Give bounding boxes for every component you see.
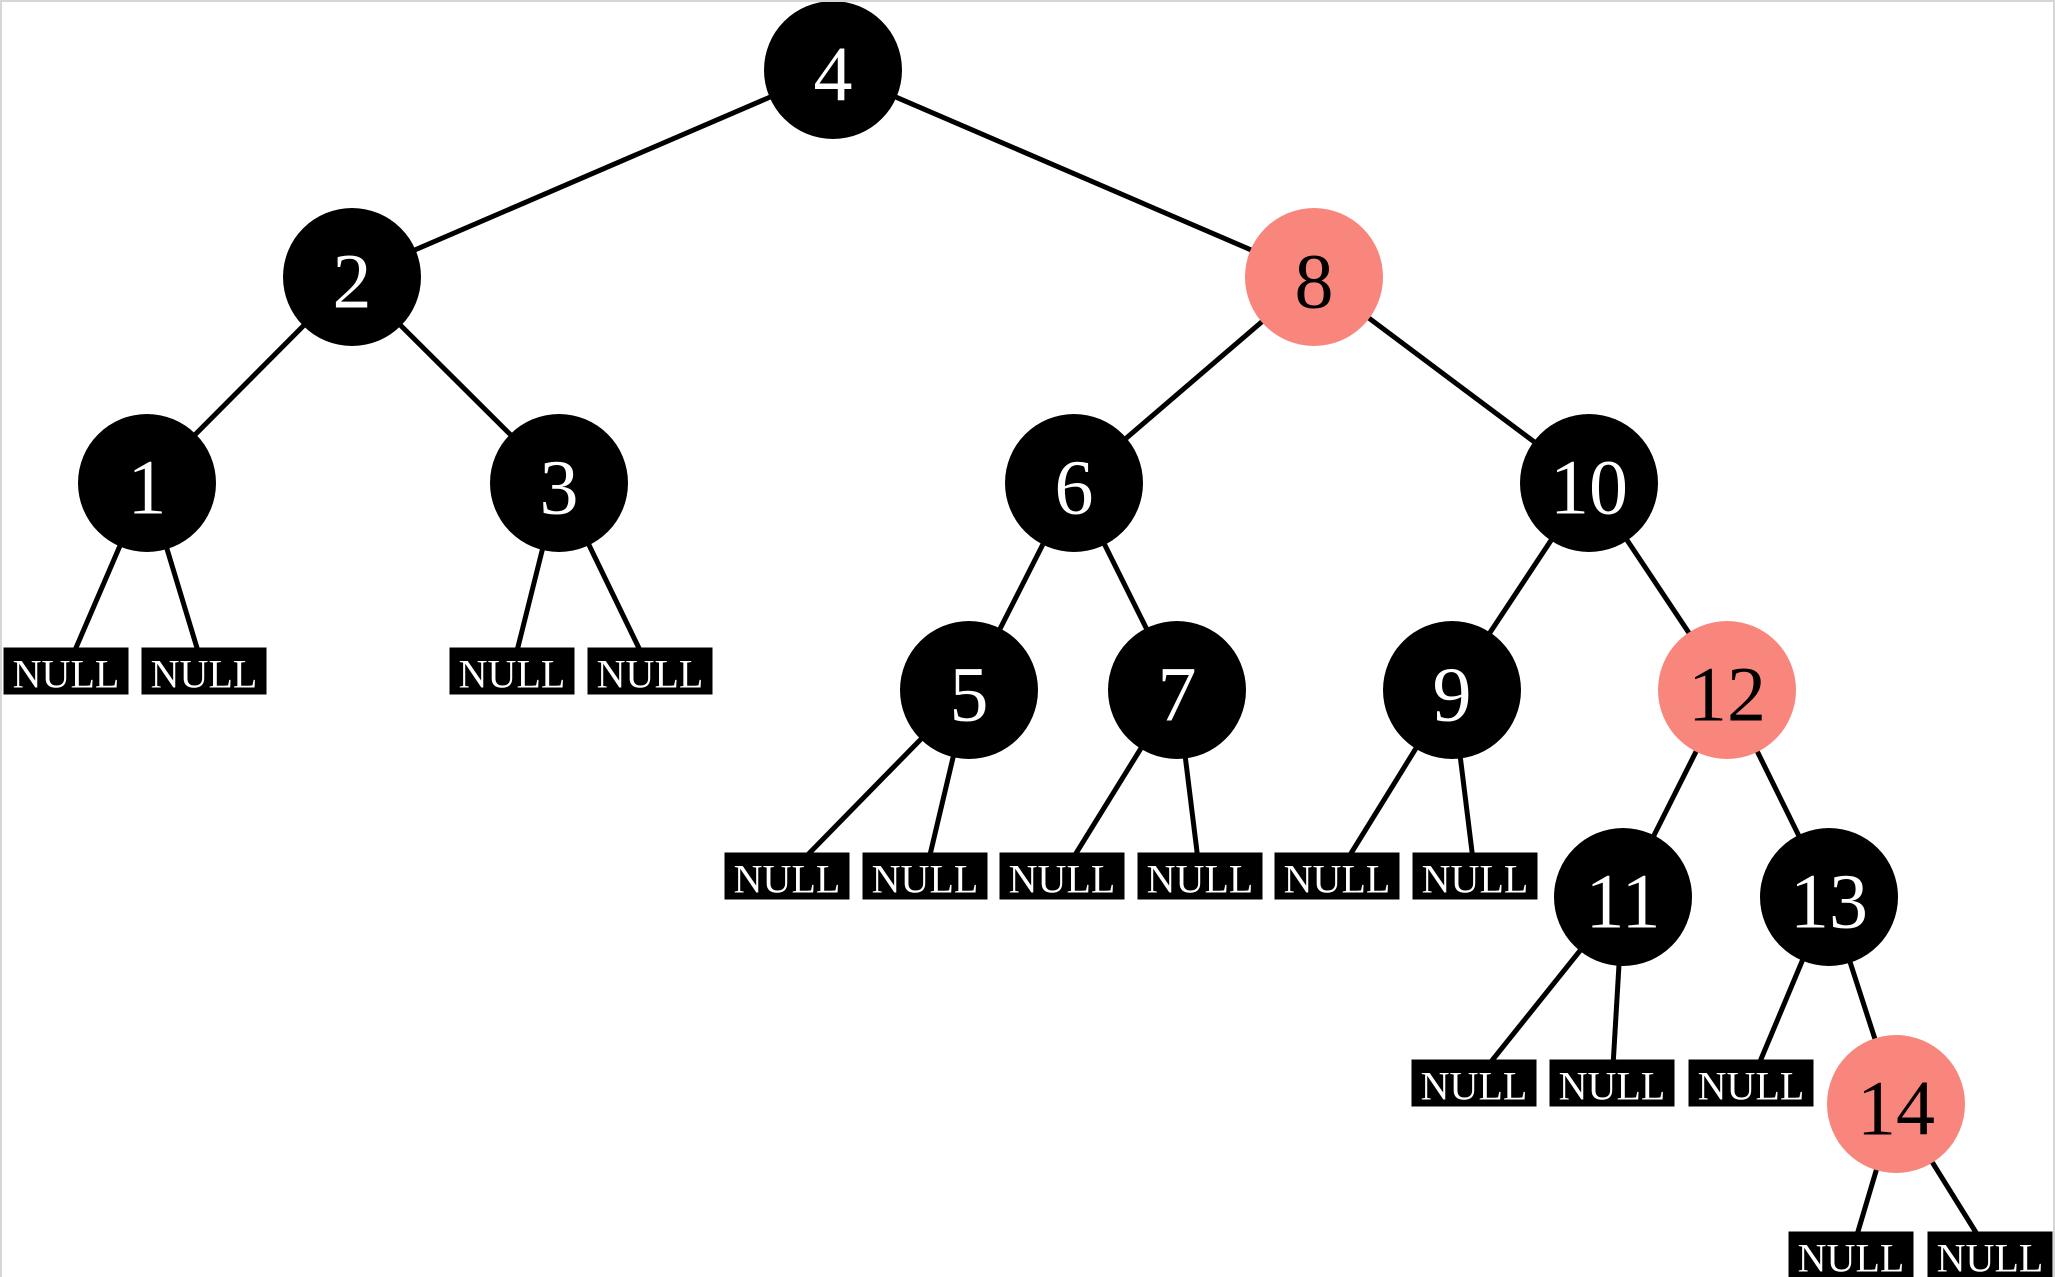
null-label: NULL: [459, 652, 566, 697]
black-node-circle: [1005, 414, 1143, 552]
tree-node-11: 11: [1554, 828, 1692, 966]
null-label: NULL: [1798, 1236, 1905, 1277]
tree-node-12: 12: [1658, 621, 1796, 759]
null-leaf-u3: NULL: [449, 647, 575, 697]
null-leaf-u8: NULL: [1137, 852, 1263, 902]
null-boxes-layer: NULL NULL NULL NULL NULL NULL NULL NULL NULL NULL…: [3, 647, 2053, 1277]
null-box: [1411, 1059, 1537, 1107]
null-label: NULL: [872, 857, 979, 902]
null-leaf-u11: NULL: [1411, 1059, 1537, 1109]
black-node-circle: [1383, 621, 1521, 759]
red-node-circle: [1658, 621, 1796, 759]
null-box: [999, 852, 1125, 900]
null-leaf-u14: NULL: [1788, 1231, 1914, 1277]
node-value-label: 2: [333, 238, 372, 325]
null-box: [724, 852, 850, 900]
null-label: NULL: [151, 652, 258, 697]
null-label: NULL: [1937, 1236, 2044, 1277]
null-box: [1688, 1059, 1814, 1107]
tree-edge-n4-n2: [351, 67, 834, 280]
black-node-circle: [283, 208, 421, 346]
node-value-label: 11: [1585, 858, 1660, 945]
null-box: [587, 647, 713, 695]
null-label: NULL: [597, 652, 704, 697]
node-value-label: 8: [1295, 238, 1334, 325]
null-box: [1412, 852, 1538, 900]
node-value-label: 1: [128, 444, 167, 531]
tree-edge-n4-n8: [832, 67, 1315, 280]
black-node-circle: [900, 621, 1038, 759]
null-leaf-u6: NULL: [862, 852, 988, 902]
node-value-label: 5: [950, 651, 989, 738]
tree-node-5: 5: [900, 621, 1038, 759]
node-value-label: 10: [1550, 444, 1628, 531]
null-label: NULL: [1422, 857, 1529, 902]
red-node-circle: [1245, 208, 1383, 346]
tree-node-6: 6: [1005, 414, 1143, 552]
null-label: NULL: [1147, 857, 1254, 902]
null-leaf-u2: NULL: [141, 647, 267, 697]
node-value-label: 9: [1433, 651, 1472, 738]
null-leaf-u7: NULL: [999, 852, 1125, 902]
tree-node-1: 1: [78, 414, 216, 552]
null-box: [1927, 1231, 2053, 1277]
null-box: [1137, 852, 1263, 900]
tree-node-2: 2: [283, 208, 421, 346]
black-node-circle: [1760, 828, 1898, 966]
black-node-circle: [1520, 414, 1658, 552]
tree-node-4: 4: [764, 1, 902, 139]
null-label: NULL: [13, 652, 120, 697]
black-node-circle: [1554, 828, 1692, 966]
black-node-circle: [764, 1, 902, 139]
tree-node-8: 8: [1245, 208, 1383, 346]
null-label: NULL: [734, 857, 841, 902]
node-value-label: 12: [1688, 651, 1766, 738]
null-box: [1549, 1059, 1675, 1107]
node-value-label: 7: [1158, 651, 1197, 738]
null-box: [862, 852, 988, 900]
null-box: [449, 647, 575, 695]
null-leaf-u13: NULL: [1688, 1059, 1814, 1109]
null-label: NULL: [1698, 1064, 1805, 1109]
node-value-label: 6: [1055, 444, 1094, 531]
tree-node-9: 9: [1383, 621, 1521, 759]
null-box: [1274, 852, 1400, 900]
tree-node-13: 13: [1760, 828, 1898, 966]
null-leaf-u15: NULL: [1927, 1231, 2053, 1277]
null-box: [141, 647, 267, 695]
node-value-label: 14: [1857, 1065, 1935, 1152]
null-leaf-u9: NULL: [1274, 852, 1400, 902]
node-value-label: 3: [540, 444, 579, 531]
null-label: NULL: [1559, 1064, 1666, 1109]
tree-node-7: 7: [1108, 621, 1246, 759]
null-leaf-u12: NULL: [1549, 1059, 1675, 1109]
null-box: [3, 647, 129, 695]
tree-node-10: 10: [1520, 414, 1658, 552]
node-value-label: 13: [1790, 858, 1868, 945]
null-label: NULL: [1009, 857, 1116, 902]
null-leaf-u4: NULL: [587, 647, 713, 697]
black-node-circle: [78, 414, 216, 552]
null-box: [1788, 1231, 1914, 1277]
red-node-circle: [1827, 1035, 1965, 1173]
null-label: NULL: [1284, 857, 1391, 902]
null-leaf-u1: NULL: [3, 647, 129, 697]
black-node-circle: [1108, 621, 1246, 759]
black-node-circle: [490, 414, 628, 552]
tree-node-14: 14: [1827, 1035, 1965, 1173]
null-leaf-u10: NULL: [1412, 852, 1538, 902]
null-leaf-u5: NULL: [724, 852, 850, 902]
null-label: NULL: [1421, 1064, 1528, 1109]
tree-node-3: 3: [490, 414, 628, 552]
node-value-label: 4: [814, 31, 853, 118]
